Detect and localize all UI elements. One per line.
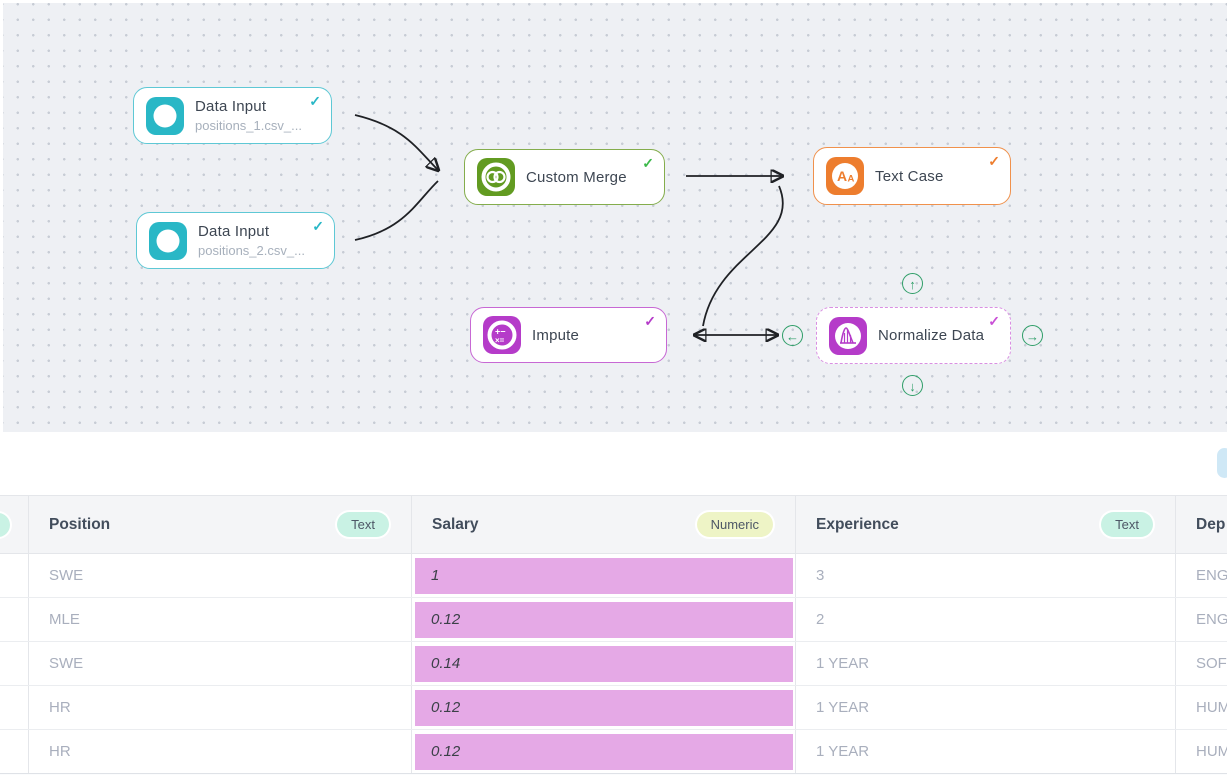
column-label: Position	[49, 515, 111, 533]
index-cell	[0, 598, 28, 641]
node-title: Text Case	[875, 167, 944, 185]
experience-cell: 1 YEAR	[795, 730, 1175, 773]
column-label: Dep	[1196, 515, 1226, 533]
node-subtitle: positions_1.csv_...	[195, 118, 302, 133]
connector-left-icon[interactable]: ←	[782, 325, 803, 346]
department-cell: HUM	[1175, 686, 1227, 729]
check-icon: ✓	[309, 93, 321, 109]
data-input-icon	[149, 221, 187, 260]
normalize-icon	[829, 316, 867, 355]
node-normalize-data[interactable]: Normalize Data ✓	[816, 307, 1011, 364]
node-text-case[interactable]: A A Text Case ✓	[813, 147, 1011, 205]
column-label: Experience	[816, 515, 899, 533]
salary-cell: 0.14	[411, 642, 795, 685]
table-row: SWE 0.14 1 YEAR SOF	[0, 642, 1227, 686]
node-subtitle: positions_2.csv_...	[198, 243, 305, 258]
department-cell: HUM	[1175, 730, 1227, 773]
index-column-header	[0, 496, 28, 553]
column-header-department[interactable]: Dep	[1175, 496, 1227, 553]
data-input-icon	[146, 96, 184, 135]
table-row: HR 0.12 1 YEAR HUM	[0, 730, 1227, 773]
table-row: HR 0.12 1 YEAR HUM	[0, 686, 1227, 730]
position-cell: HR	[28, 686, 411, 729]
scroll-handle[interactable]	[1217, 448, 1227, 478]
text-case-icon: A A	[826, 157, 864, 195]
node-data-input-1[interactable]: Data Input positions_1.csv_... ✓	[133, 87, 332, 144]
svg-text:×=: ×=	[495, 336, 505, 345]
department-cell: ENG	[1175, 598, 1227, 641]
svg-text:+−: +−	[495, 327, 506, 337]
position-cell: SWE	[28, 642, 411, 685]
index-cell	[0, 686, 28, 729]
check-icon: ✓	[312, 218, 324, 234]
svg-text:A: A	[848, 174, 855, 185]
clipped-badge	[0, 513, 10, 537]
table-header-row: Position Text Salary Numeric Experience …	[0, 496, 1227, 554]
panel-divider	[0, 432, 1227, 495]
edge-textcase-down-curve	[702, 185, 784, 327]
check-icon: ✓	[988, 153, 1000, 169]
type-badge-numeric: Numeric	[696, 512, 773, 537]
highlighted-value: 0.14	[415, 645, 793, 682]
position-cell: HR	[28, 730, 411, 773]
salary-cell: 0.12	[411, 730, 795, 773]
node-impute[interactable]: +− ×= Impute ✓	[470, 307, 667, 363]
connector-up-icon[interactable]: ↑	[902, 273, 923, 294]
index-cell	[0, 554, 28, 597]
column-header-position[interactable]: Position Text	[28, 496, 411, 553]
edge-input2-to-merge	[354, 180, 439, 241]
type-badge-text: Text	[1101, 512, 1153, 537]
node-title: Normalize Data	[878, 327, 985, 344]
highlighted-value: 1	[415, 557, 793, 594]
connector-right-icon[interactable]: →	[1022, 325, 1043, 346]
highlighted-value: 0.12	[415, 733, 793, 770]
node-title: Custom Merge	[526, 168, 627, 186]
salary-cell: 0.12	[411, 686, 795, 729]
department-cell: SOF	[1175, 642, 1227, 685]
highlighted-value: 0.12	[415, 689, 793, 726]
index-cell	[0, 730, 28, 773]
workflow-canvas[interactable]: Data Input positions_1.csv_... ✓ Data In…	[0, 0, 1227, 432]
check-icon: ✓	[988, 313, 1000, 329]
position-cell: MLE	[28, 598, 411, 641]
highlighted-value: 0.12	[415, 601, 793, 638]
salary-cell: 0.12	[411, 598, 795, 641]
check-icon: ✓	[642, 155, 654, 171]
index-cell	[0, 642, 28, 685]
edge-input1-to-merge	[354, 114, 438, 170]
experience-cell: 2	[795, 598, 1175, 641]
position-cell: SWE	[28, 554, 411, 597]
node-title: Data Input	[198, 223, 270, 240]
node-title: Data Input	[195, 98, 267, 115]
department-cell: ENG	[1175, 554, 1227, 597]
svg-text:A: A	[837, 168, 847, 184]
check-icon: ✓	[644, 313, 656, 329]
impute-icon: +− ×=	[483, 316, 521, 354]
node-custom-merge[interactable]: Custom Merge ✓	[464, 149, 665, 205]
type-badge-text: Text	[337, 512, 389, 537]
merge-icon	[477, 158, 515, 196]
connector-down-icon[interactable]: ↓	[902, 375, 923, 396]
experience-cell: 1 YEAR	[795, 686, 1175, 729]
column-label: Salary	[432, 515, 479, 533]
node-title: Impute	[532, 326, 580, 344]
result-table: Position Text Salary Numeric Experience …	[0, 495, 1227, 774]
table-row: SWE 1 3 ENG	[0, 554, 1227, 598]
table-row: MLE 0.12 2 ENG	[0, 598, 1227, 642]
experience-cell: 3	[795, 554, 1175, 597]
experience-cell: 1 YEAR	[795, 642, 1175, 685]
column-header-experience[interactable]: Experience Text	[795, 496, 1175, 553]
column-header-salary[interactable]: Salary Numeric	[411, 496, 795, 553]
salary-cell: 1	[411, 554, 795, 597]
node-data-input-2[interactable]: Data Input positions_2.csv_... ✓	[136, 212, 335, 269]
